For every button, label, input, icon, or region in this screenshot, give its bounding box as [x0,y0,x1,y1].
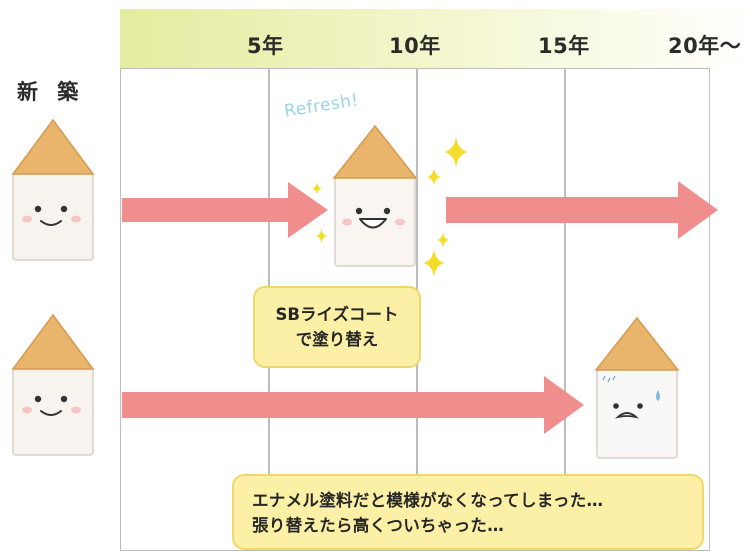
sparkle-icon [423,249,445,277]
year-label-5: 5年 [247,34,284,58]
timeline-header-band [120,9,754,68]
house-smiling-icon [11,118,95,261]
enamel-paint-note: エナメル塗料だと模様がなくなってしまった… 張り替えたら高くついちゃった… [232,474,704,550]
enamel-note-line-2: 張り替えたら高くついちゃった… [252,516,504,535]
sparkle-icon [316,229,327,243]
house-worried-icon [594,316,680,459]
sweat-drop-icon [656,390,660,401]
year-label-10: 10年 [389,34,441,58]
sparkle-icon [312,182,322,195]
sparkle-icon [427,168,441,186]
sparkle-icon [444,137,468,167]
sb-rise-coat-note: SBライズコート で塗り替え [253,286,421,368]
house-grinning-icon [332,124,418,267]
year-label-20-plus: 20年〜 [668,34,742,58]
sparkle-icon [437,232,449,248]
arrow-new-to-15-years [122,376,584,434]
gridline-15-years [564,68,566,551]
sb-note-line-1: SBライズコート [275,305,399,324]
arrow-10-to-20-years [446,181,718,239]
year-label-15: 15年 [538,34,590,58]
sb-note-line-2: で塗り替え [295,330,379,349]
house-smiling-icon [11,313,95,456]
new-build-label: 新 築 [17,80,85,104]
enamel-note-line-1: エナメル塗料だと模様がなくなってしまった… [252,491,604,510]
arrow-new-to-5-years [122,182,328,238]
